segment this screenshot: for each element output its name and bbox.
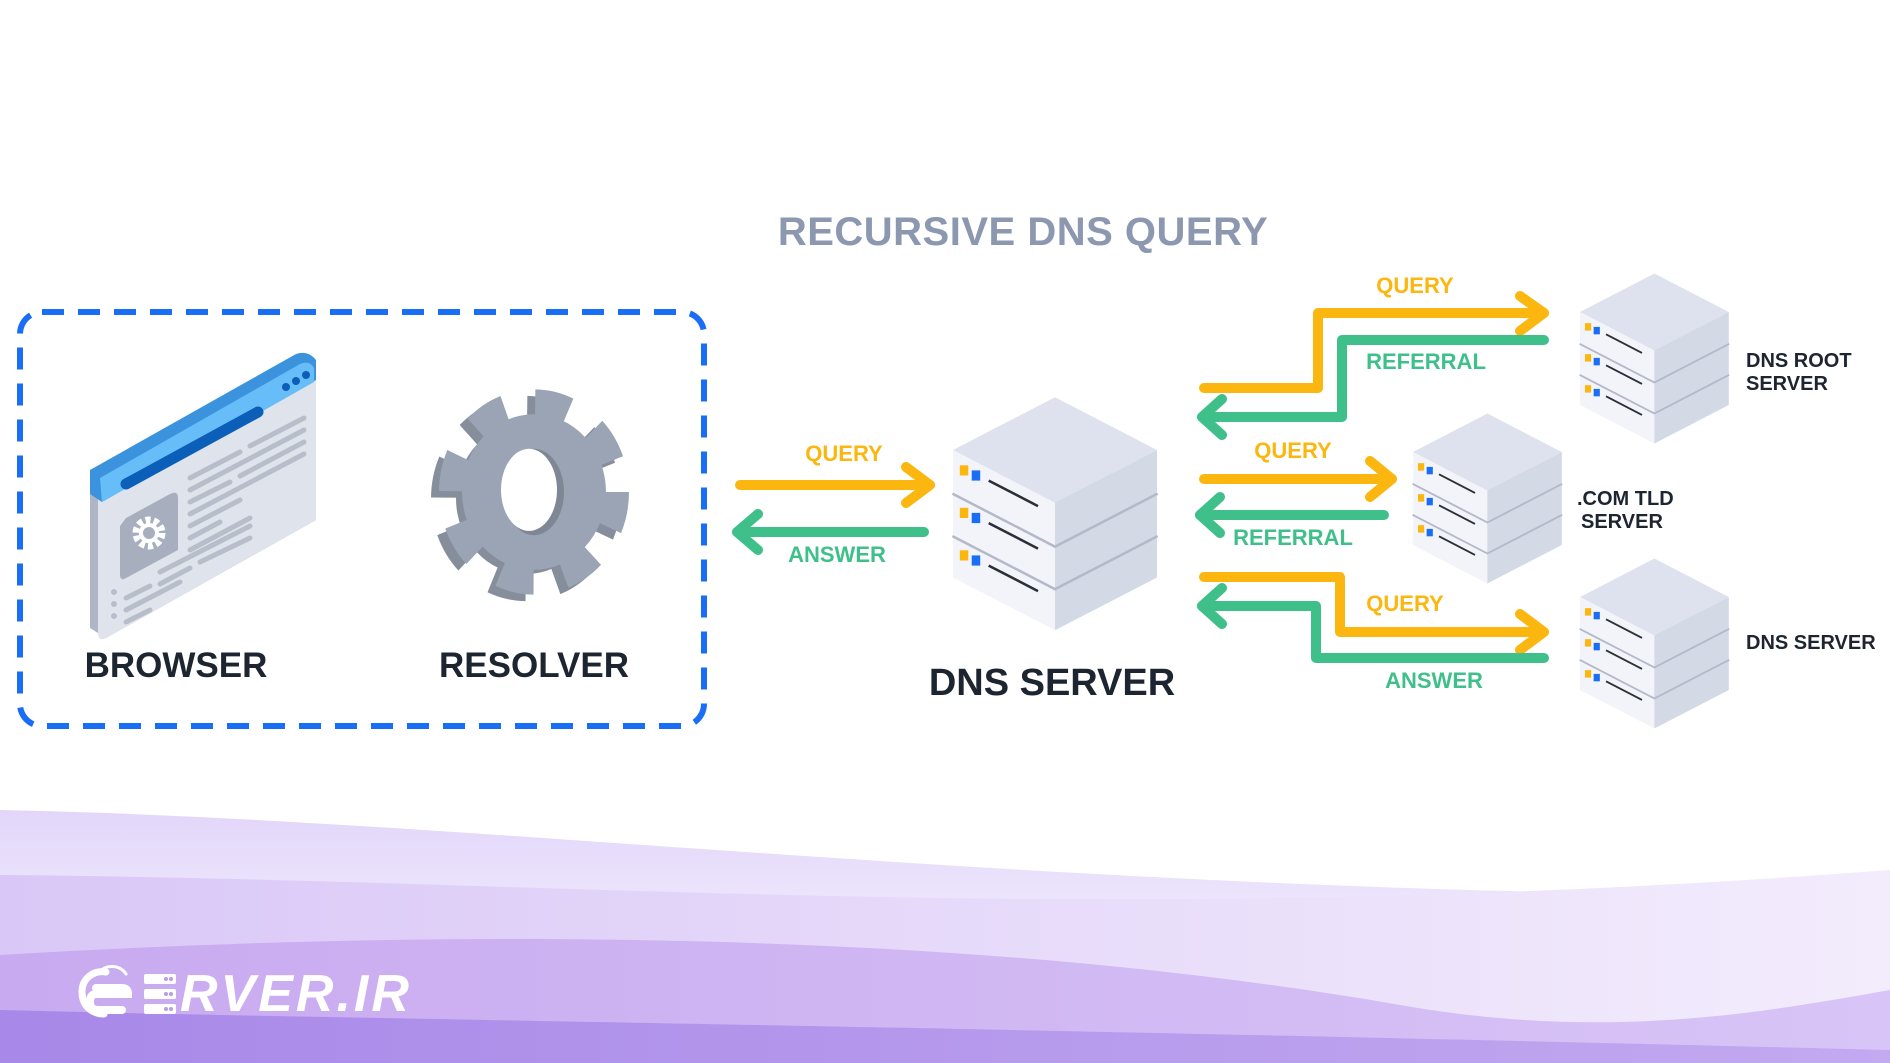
tld-server-label-line1: .COM TLD	[1577, 488, 1674, 510]
tld-referral-label: REFERRAL	[1233, 525, 1353, 550]
tld-server-icon	[1413, 414, 1562, 584]
tld-query-arrow	[1199, 456, 1397, 502]
resolver-label: RESOLVER	[439, 646, 629, 685]
browser-window-icon	[90, 352, 316, 640]
tld-referral-arrow	[1195, 492, 1389, 538]
client-query-arrow	[735, 462, 935, 508]
browser-label: BROWSER	[84, 646, 268, 685]
dns-server-label: DNS SERVER	[928, 662, 1176, 704]
authoritative-query-label: QUERY	[1366, 591, 1444, 616]
authoritative-answer-label: ANSWER	[1385, 668, 1483, 693]
root-server-label-line1: DNS ROOT	[1746, 350, 1852, 372]
root-query-label: QUERY	[1376, 273, 1454, 298]
root-query-arrow	[1199, 291, 1549, 393]
gear-icon	[431, 389, 629, 602]
authoritative-server-label-line1: DNS SERVER	[1746, 632, 1876, 654]
authoritative-query-arrow	[1199, 572, 1549, 655]
server-rack-glyph	[144, 974, 176, 1014]
client-answer-label: ANSWER	[788, 542, 886, 567]
tld-server-label-line2: SERVER	[1581, 511, 1663, 533]
brand-logo[interactable]: RVER.IR	[76, 962, 456, 1024]
root-server-icon	[1580, 274, 1729, 444]
brand-logo-text: RVER.IR	[180, 965, 412, 1023]
root-server-label: DNS ROOT SERVER	[1746, 350, 1852, 396]
root-server-label-line2: SERVER	[1746, 373, 1828, 395]
tld-query-label: QUERY	[1254, 438, 1332, 463]
root-referral-label: REFERRAL	[1366, 349, 1486, 374]
dns-server-icon	[953, 397, 1157, 630]
client-answer-arrow	[732, 509, 929, 555]
root-referral-arrow	[1197, 335, 1549, 440]
tld-server-label: .COM TLD SERVER	[1577, 488, 1674, 534]
cloud-server-logo-icon	[78, 965, 133, 1018]
authoritative-answer-arrow	[1197, 583, 1549, 663]
client-query-label: QUERY	[805, 441, 883, 466]
diagram-title: RECURSIVE DNS QUERY	[777, 210, 1269, 254]
authoritative-server-icon	[1580, 559, 1729, 729]
authoritative-server-label: DNS SERVER	[1746, 632, 1876, 655]
